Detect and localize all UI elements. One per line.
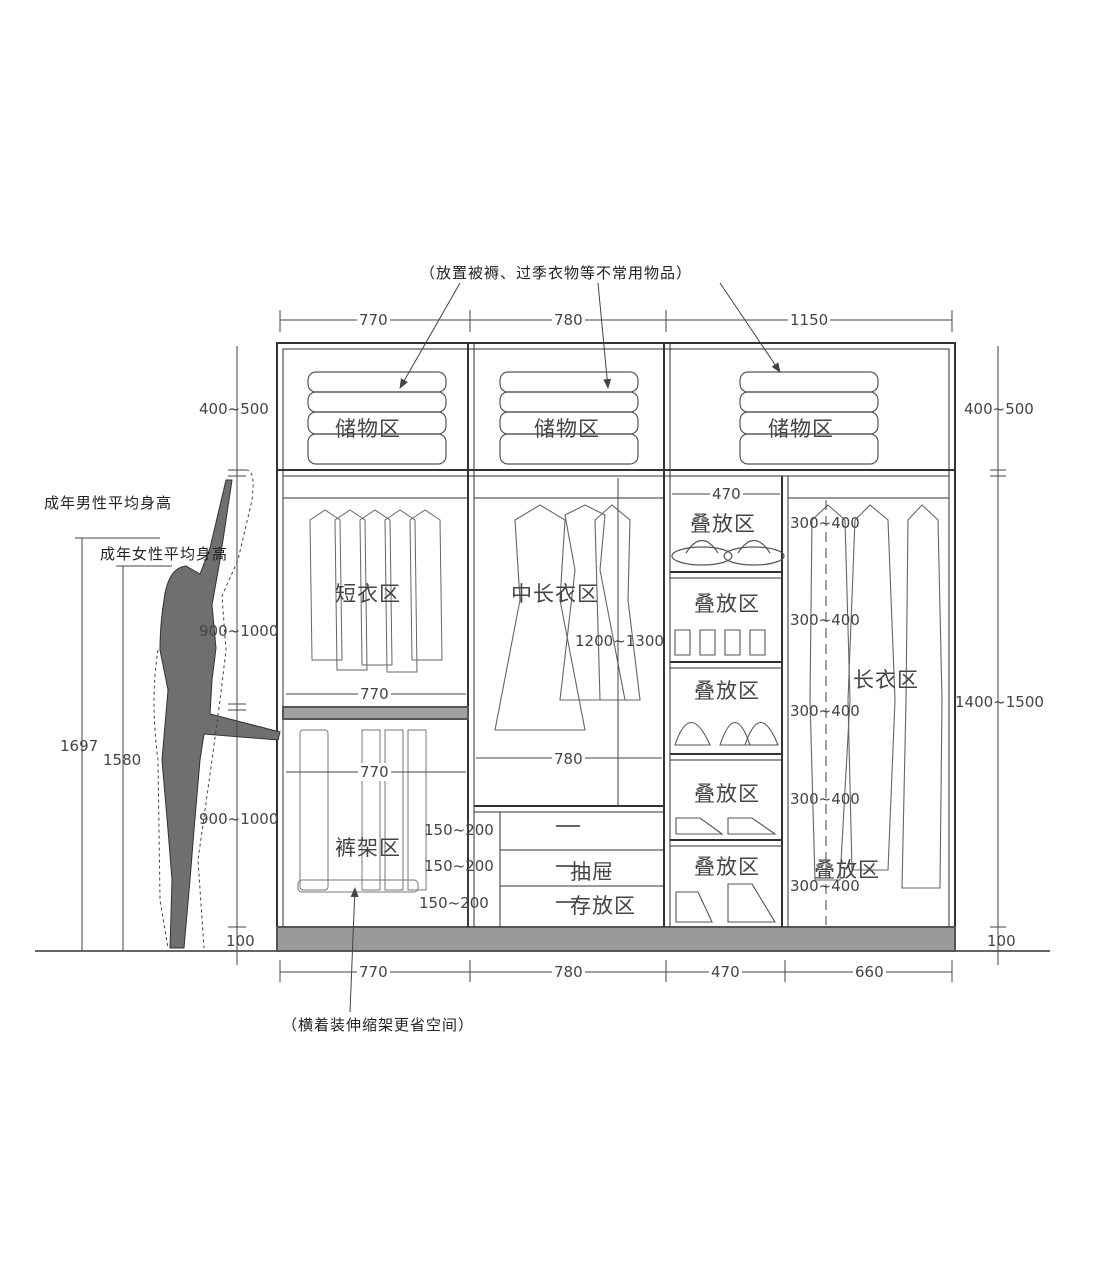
top-width-3: 1150	[788, 311, 831, 329]
bottom-width-4: 660	[853, 963, 886, 981]
zone-long-clothes: 长衣区	[853, 668, 919, 692]
zone-drawer-line1: 抽屉	[570, 860, 614, 884]
shoe-icons	[674, 629, 779, 923]
male-height-value: 1697	[60, 737, 99, 755]
zone-storage-3: 储物区	[768, 417, 834, 441]
folded-bedding-icons	[307, 371, 879, 465]
inner-width-470: 470	[710, 485, 743, 503]
drawer-height-3: 150~200	[419, 894, 489, 912]
note-arrows	[349, 282, 781, 1013]
zone-drawer-line2: 存放区	[570, 894, 636, 918]
zone-stack-4: 叠放区	[694, 782, 760, 806]
drawer-height-2: 150~200	[424, 857, 494, 875]
zone-stack-5: 叠放区	[694, 855, 760, 879]
bottom-note: （横着装伸缩架更省空间）	[282, 1016, 475, 1034]
person-silhouette	[153, 469, 281, 949]
short-clothes-icons	[309, 509, 443, 673]
shelf-height-3: 300~400	[790, 702, 860, 720]
pants-icons	[297, 729, 427, 893]
inner-width-770-a: 770	[358, 685, 391, 703]
zone-storage-1: 储物区	[335, 417, 401, 441]
bottom-width-2: 780	[552, 963, 585, 981]
top-width-2: 780	[552, 311, 585, 329]
zone-mid-long-clothes: 中长衣区	[511, 582, 599, 606]
female-height-value: 1580	[103, 751, 142, 769]
shelf-height-5: 300~400	[790, 877, 860, 895]
zone-short-clothes: 短衣区	[335, 582, 401, 606]
zone-stack-6: 叠放区	[814, 858, 880, 882]
long-coat-icons	[809, 504, 943, 889]
shelf-height-2: 300~400	[790, 611, 860, 629]
plinth-left: 100	[226, 932, 255, 950]
zone-pants-rack: 裤架区	[335, 836, 401, 860]
bottom-dimension-lines	[279, 960, 953, 982]
plinth-right: 100	[987, 932, 1016, 950]
zone-stack-2: 叠放区	[694, 592, 760, 616]
inner-width-780: 780	[552, 750, 585, 768]
zone-storage-2: 储物区	[534, 417, 600, 441]
left-pants-height: 900~1000	[199, 810, 279, 828]
shelf-height-4: 300~400	[790, 790, 860, 808]
left-short-height: 900~1000	[199, 622, 279, 640]
mid-hang-height: 1200~1300	[575, 632, 664, 650]
right-storage-height: 400~500	[964, 400, 1034, 418]
hat-icons	[671, 539, 785, 566]
zone-stack-1: 叠放区	[690, 512, 756, 536]
wardrobe-frame	[276, 342, 956, 952]
inner-width-770-b: 770	[358, 763, 391, 781]
vertical-dimension-lines	[75, 346, 1006, 965]
right-long-height: 1400~1500	[955, 693, 1044, 711]
left-storage-height: 400~500	[199, 400, 269, 418]
bottom-width-1: 770	[357, 963, 390, 981]
top-note: （放置被褥、过季衣物等不常用物品）	[420, 264, 693, 282]
top-width-1: 770	[357, 311, 390, 329]
bottom-width-3: 470	[709, 963, 742, 981]
shelf-height-1: 300~400	[790, 514, 860, 532]
female-height-label: 成年女性平均身高	[100, 545, 229, 563]
zone-stack-3: 叠放区	[694, 679, 760, 703]
drawer-height-1: 150~200	[424, 821, 494, 839]
dress-icons	[494, 504, 641, 731]
top-dimension-lines	[279, 310, 953, 332]
male-height-label: 成年男性平均身高	[44, 494, 173, 512]
